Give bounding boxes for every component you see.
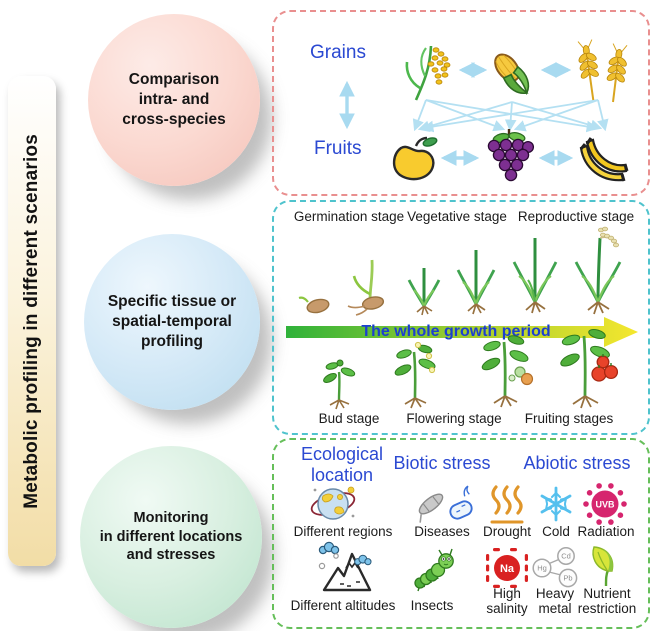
nutrient-restriction-label: Nutrient restriction	[577, 586, 637, 617]
ecological-location-header: Ecological location	[300, 444, 384, 485]
mature-plant-icon	[512, 238, 558, 314]
growth-period-arrow	[286, 317, 638, 347]
fruiting-stage-ripe-icon	[560, 328, 619, 409]
fruits-label: Fruits	[314, 138, 362, 159]
bubble-monitoring: Monitoring in different locations and st…	[80, 446, 262, 628]
drought-heat-icon	[490, 485, 524, 524]
diseases-label: Diseases	[414, 524, 470, 539]
mango-icon	[392, 136, 438, 181]
bud-stage-label: Bud stage	[318, 411, 380, 426]
mountain-altitude-icon	[318, 541, 372, 592]
cold-label: Cold	[542, 524, 570, 539]
panel-species-comparison: Grains Fruits	[272, 10, 650, 196]
biotic-stress-header: Biotic stress	[393, 453, 491, 473]
bubble-comparison: Comparison intra- and cross-species	[88, 14, 260, 186]
reproductive-stage-label: Reproductive stage	[517, 209, 635, 224]
wheat-icon	[577, 39, 628, 103]
germinated-seed-icon	[347, 259, 385, 316]
banana-icon	[579, 137, 629, 182]
bubble-tissue-profiling: Specific tissue or spatial-temporal prof…	[84, 234, 260, 410]
cold-snowflake-icon	[540, 486, 572, 522]
reproductive-plant-icon	[574, 226, 622, 315]
fruiting-stage-early-icon	[481, 335, 534, 408]
panel-monitoring: Ecological location Biotic stress Abioti…	[272, 438, 650, 629]
abiotic-stress-header: Abiotic stress	[523, 453, 631, 473]
seed-stage-icon	[298, 296, 330, 314]
panel-growth-profiling: Germination stage Vegetative stage Repro…	[272, 200, 650, 435]
germination-stage-label: Germination stage	[293, 209, 405, 224]
growth-period-label: The whole growth period	[361, 323, 551, 340]
bud-stage-icon	[323, 359, 356, 410]
flowering-stage-icon	[394, 341, 436, 409]
heavy-metal-label: Heavy metal	[535, 586, 575, 617]
different-regions-label: Different regions	[293, 524, 393, 539]
pb-badge: Pb	[563, 574, 572, 583]
figure-title: Metabolic profiling in different scenari…	[21, 133, 42, 509]
grapes-icon	[487, 129, 535, 182]
radiation-label: Radiation	[577, 524, 635, 539]
grains-label: Grains	[310, 42, 366, 63]
bubble-tissue-profiling-label: Specific tissue or spatial-temporal prof…	[107, 292, 237, 351]
na-badge: Na	[500, 563, 515, 575]
bubble-monitoring-label: Monitoring in different locations and st…	[99, 509, 243, 564]
fruiting-stages-label: Fruiting stages	[524, 411, 614, 426]
sidebar: Metabolic profiling in different scenari…	[8, 76, 56, 566]
vegetative-stage-label: Vegetative stage	[407, 209, 507, 224]
insects-label: Insects	[410, 598, 454, 613]
corn-icon	[494, 53, 530, 96]
uvb-badge: UVB	[595, 500, 615, 510]
bubble-comparison-label: Comparison intra- and cross-species	[122, 70, 226, 129]
insect-caterpillar-icon	[414, 548, 454, 592]
uvb-radiation-icon: UVB	[583, 483, 627, 525]
species-connector-arrows	[339, 62, 609, 166]
vegetative-plant-icon	[456, 250, 496, 315]
rice-icon	[405, 45, 451, 101]
heavy-metal-icon: Hg Cd Pb	[532, 547, 578, 588]
salinity-na-icon: Na	[486, 548, 528, 588]
disease-pathogen-icons	[418, 485, 473, 523]
globe-icon	[310, 486, 356, 520]
nutrient-leaf-icon	[592, 546, 614, 587]
seedling-icon	[407, 268, 441, 316]
different-altitudes-label: Different altitudes	[290, 598, 396, 613]
drought-label: Drought	[482, 524, 532, 539]
hg-badge: Hg	[537, 564, 547, 573]
flowering-stage-label: Flowering stage	[406, 411, 502, 426]
high-salinity-label: High salinity	[486, 586, 528, 617]
cd-badge: Cd	[561, 552, 571, 561]
